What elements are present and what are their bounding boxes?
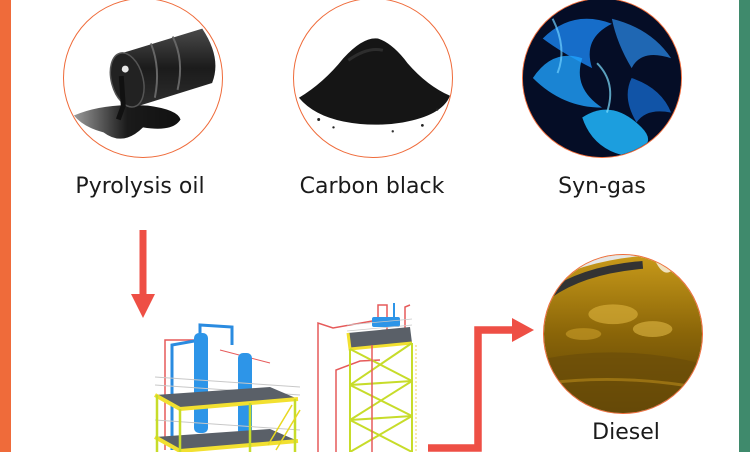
down-arrow-icon bbox=[131, 230, 155, 318]
left-accent-bar bbox=[0, 0, 11, 452]
carbon-black-image bbox=[293, 0, 453, 158]
pyrolysis-oil-label: Pyrolysis oil bbox=[75, 174, 205, 199]
diesel-fuel-icon bbox=[544, 255, 702, 413]
carbon-black-label: Carbon black bbox=[299, 174, 445, 199]
right-accent-bar bbox=[739, 0, 750, 452]
syn-gas-image bbox=[522, 0, 682, 158]
carbon-powder-pile-icon bbox=[298, 38, 451, 133]
elbow-arrow-icon bbox=[428, 318, 534, 452]
oil-barrel-spill-icon bbox=[73, 28, 216, 139]
blue-flame-icon bbox=[523, 0, 681, 157]
distillation-plant-illustration bbox=[150, 295, 425, 454]
syn-gas-label: Syn-gas bbox=[558, 174, 646, 199]
pyrolysis-oil-image bbox=[63, 0, 223, 158]
diesel-image bbox=[543, 254, 703, 414]
diesel-label: Diesel bbox=[592, 420, 660, 445]
